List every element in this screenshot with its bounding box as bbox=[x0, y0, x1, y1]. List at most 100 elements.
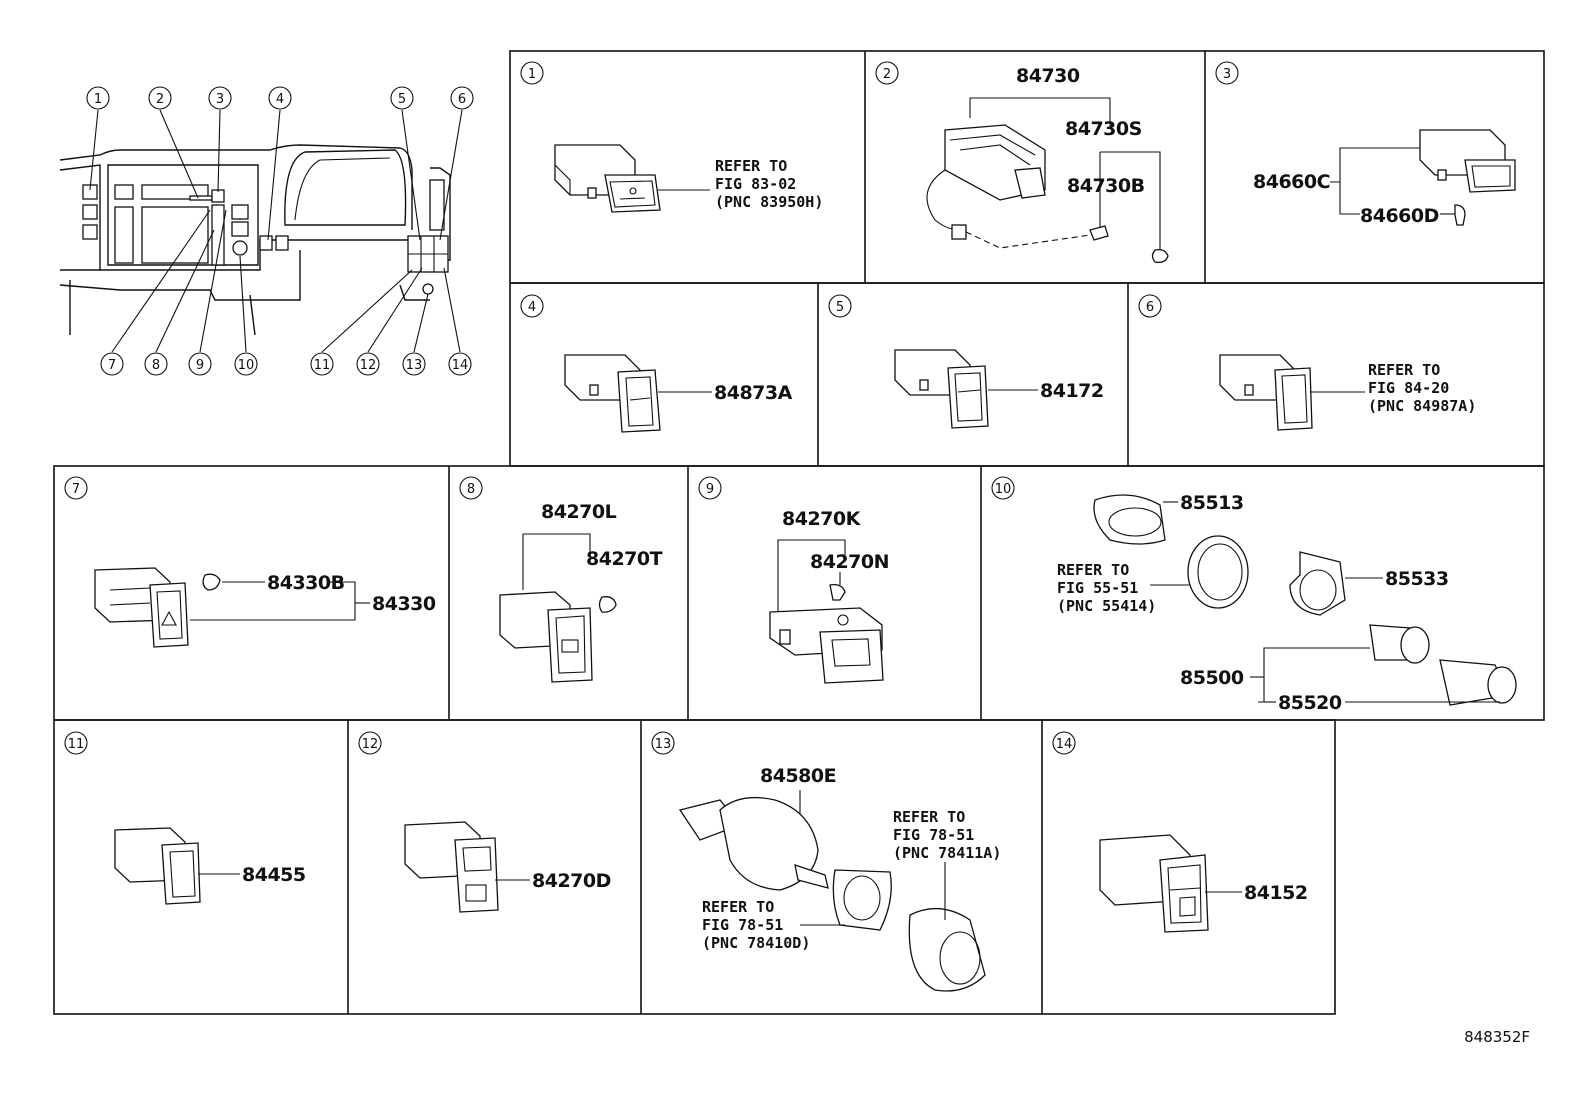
svg-text:1: 1 bbox=[528, 67, 536, 82]
panel-3: 84660C 84660D bbox=[1253, 129, 1516, 227]
svg-text:7: 7 bbox=[72, 482, 80, 497]
switch-part-8 bbox=[499, 591, 617, 683]
locator-9: 9 bbox=[188, 352, 212, 376]
switch-part-4 bbox=[564, 354, 661, 433]
locator-1: 1 bbox=[86, 86, 110, 110]
switch-part-14 bbox=[1099, 834, 1209, 933]
panel-10: 85513 REFER TO FIG 55-51 (PNC 55414) 855… bbox=[1057, 492, 1517, 714]
part-84172: 84172 bbox=[1040, 380, 1104, 402]
panel-13-refer-b-line-2: FIG 78-51 bbox=[702, 916, 783, 934]
panel-6: REFER TO FIG 84-20 (PNC 84987A) bbox=[1219, 354, 1476, 431]
panel-13-refer-a-line-3: (PNC 78411A) bbox=[893, 844, 1001, 862]
part-84730: 84730 bbox=[1016, 65, 1080, 87]
panel-6-refer-line-2: FIG 84-20 bbox=[1368, 379, 1449, 397]
panel-num-1: 1 bbox=[520, 61, 544, 85]
part-85520: 85520 bbox=[1278, 692, 1342, 714]
panel-1-refer-line-1: REFER TO bbox=[715, 157, 787, 175]
svg-text:11: 11 bbox=[68, 737, 85, 752]
figure-code: 848352F bbox=[1464, 1028, 1530, 1046]
locator-6: 6 bbox=[450, 86, 474, 110]
panel-13: 84580E REFER TO FIG 78-51 (PNC 78411A) R… bbox=[678, 765, 1001, 992]
part-84270T: 84270T bbox=[586, 548, 663, 570]
socket-part-85533 bbox=[1289, 551, 1346, 616]
svg-text:10: 10 bbox=[238, 358, 255, 373]
part-84730B: 84730B bbox=[1067, 175, 1145, 197]
switch-part-5 bbox=[894, 349, 989, 429]
svg-text:14: 14 bbox=[452, 358, 469, 373]
svg-text:12: 12 bbox=[360, 358, 377, 373]
panel-1-refer-line-3: (PNC 83950H) bbox=[715, 193, 823, 211]
panel-num-6: 6 bbox=[1138, 294, 1162, 318]
panel-num-9: 9 bbox=[698, 476, 722, 500]
locator-14: 14 bbox=[448, 352, 472, 376]
panel-num-5: 5 bbox=[828, 294, 852, 318]
panel-6-refer-line-3: (PNC 84987A) bbox=[1368, 397, 1476, 415]
svg-text:13: 13 bbox=[406, 358, 423, 373]
panel-11: 84455 bbox=[114, 827, 306, 905]
socket-ring-2 bbox=[1187, 535, 1249, 609]
svg-text:5: 5 bbox=[836, 300, 844, 315]
part-85513: 85513 bbox=[1180, 492, 1244, 514]
panel-num-3: 3 bbox=[1215, 61, 1239, 85]
switch-part-2 bbox=[926, 124, 1169, 264]
svg-text:11: 11 bbox=[314, 358, 331, 373]
panel-numbers: 1 2 3 4 5 6 7 8 9 10 11 12 13 14 bbox=[64, 61, 1239, 755]
locator-8: 8 bbox=[144, 352, 168, 376]
svg-text:14: 14 bbox=[1056, 737, 1073, 752]
switch-part-1 bbox=[554, 144, 661, 213]
panel-7: 84330B 84330 bbox=[94, 567, 436, 648]
panel-13-refer-a-line-2: FIG 78-51 bbox=[893, 826, 974, 844]
panel-10-refer-line-3: (PNC 55414) bbox=[1057, 597, 1156, 615]
locator-12: 12 bbox=[356, 352, 380, 376]
svg-text:1: 1 bbox=[94, 92, 102, 107]
switch-part-3 bbox=[1419, 129, 1516, 226]
lighter-part-85500 bbox=[1369, 624, 1517, 706]
part-84873A: 84873A bbox=[714, 382, 793, 404]
svg-text:13: 13 bbox=[655, 737, 672, 752]
panel-4: 84873A bbox=[564, 354, 793, 433]
svg-text:7: 7 bbox=[108, 358, 116, 373]
svg-text:2: 2 bbox=[156, 92, 164, 107]
part-84660C: 84660C bbox=[1253, 171, 1330, 193]
svg-text:2: 2 bbox=[883, 67, 891, 82]
panel-num-8: 8 bbox=[459, 476, 483, 500]
part-84270D: 84270D bbox=[532, 870, 611, 892]
locator-4: 4 bbox=[268, 86, 292, 110]
part-84330B: 84330B bbox=[267, 572, 345, 594]
panel-14: 84152 bbox=[1099, 834, 1308, 933]
dashboard-locator bbox=[59, 109, 463, 353]
part-84730S: 84730S bbox=[1065, 118, 1142, 140]
panel-grid bbox=[53, 50, 1545, 1015]
panel-num-10: 10 bbox=[991, 476, 1015, 500]
part-84330: 84330 bbox=[372, 593, 436, 615]
panel-6-refer-line-1: REFER TO bbox=[1368, 361, 1440, 379]
panel-10-refer-line-2: FIG 55-51 bbox=[1057, 579, 1138, 597]
part-85533: 85533 bbox=[1385, 568, 1449, 590]
locator-7: 7 bbox=[100, 352, 124, 376]
svg-text:8: 8 bbox=[152, 358, 160, 373]
panel-num-13: 13 bbox=[651, 731, 675, 755]
locator-3: 3 bbox=[208, 86, 232, 110]
switch-part-11 bbox=[114, 827, 201, 905]
svg-text:6: 6 bbox=[1146, 300, 1154, 315]
panel-13-refer-b-line-3: (PNC 78410D) bbox=[702, 934, 810, 952]
panel-num-14: 14 bbox=[1052, 731, 1076, 755]
part-84270L: 84270L bbox=[541, 501, 617, 523]
panel-8: 84270L 84270T bbox=[499, 501, 663, 683]
svg-text:8: 8 bbox=[467, 482, 475, 497]
panel-5: 84172 bbox=[894, 349, 1104, 429]
switch-part-6 bbox=[1219, 354, 1313, 431]
part-84152: 84152 bbox=[1244, 882, 1308, 904]
panel-1-refer-line-2: FIG 83-02 bbox=[715, 175, 796, 193]
panel-1: REFER TO FIG 83-02 (PNC 83950H) bbox=[554, 144, 823, 213]
panel-num-12: 12 bbox=[358, 731, 382, 755]
panel-num-7: 7 bbox=[64, 476, 88, 500]
panel-13-refer-b-line-1: REFER TO bbox=[702, 898, 774, 916]
part-85500: 85500 bbox=[1180, 667, 1244, 689]
panel-13-refer-a-line-1: REFER TO bbox=[893, 808, 965, 826]
locator-2: 2 bbox=[148, 86, 172, 110]
svg-text:9: 9 bbox=[706, 482, 714, 497]
panel-num-4: 4 bbox=[520, 294, 544, 318]
panel-10-refer-line-1: REFER TO bbox=[1057, 561, 1129, 579]
